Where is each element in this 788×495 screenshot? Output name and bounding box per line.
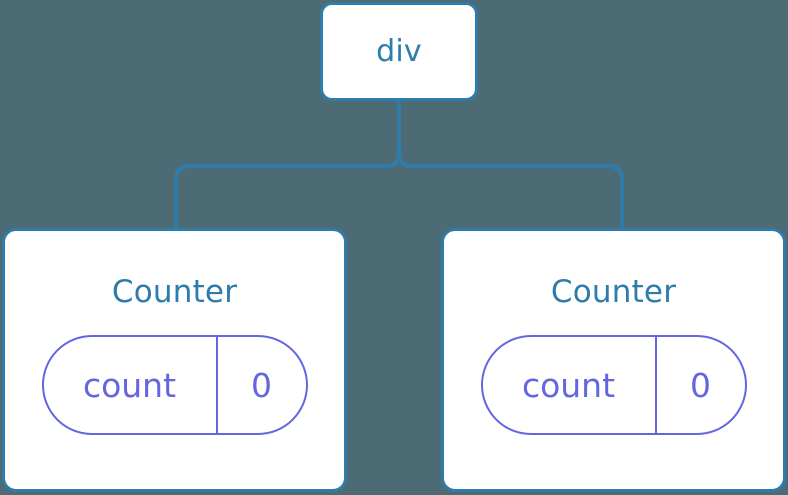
state-pill-left-key-cell: count	[44, 337, 218, 433]
node-counter-left-label: Counter	[111, 274, 238, 310]
state-pill-right-value-cell: 0	[657, 337, 745, 433]
node-counter-right[interactable]: Counter count 0	[441, 228, 786, 492]
node-div[interactable]: div	[320, 2, 478, 101]
connector-branch-right	[397, 146, 624, 232]
state-pill-left-value: 0	[251, 365, 272, 405]
state-pill-right[interactable]: count 0	[480, 335, 747, 435]
state-pill-left-key: count	[82, 365, 177, 405]
state-pill-left-value-cell: 0	[218, 337, 306, 433]
node-div-label: div	[376, 33, 422, 69]
connector-branch-left	[174, 146, 401, 232]
state-pill-right-key-cell: count	[483, 337, 657, 433]
state-pill-right-value: 0	[690, 365, 711, 405]
state-pill-right-key: count	[521, 365, 616, 405]
node-counter-right-label: Counter	[550, 274, 677, 310]
node-counter-left[interactable]: Counter count 0	[2, 228, 347, 492]
state-pill-left[interactable]: count 0	[41, 335, 308, 435]
